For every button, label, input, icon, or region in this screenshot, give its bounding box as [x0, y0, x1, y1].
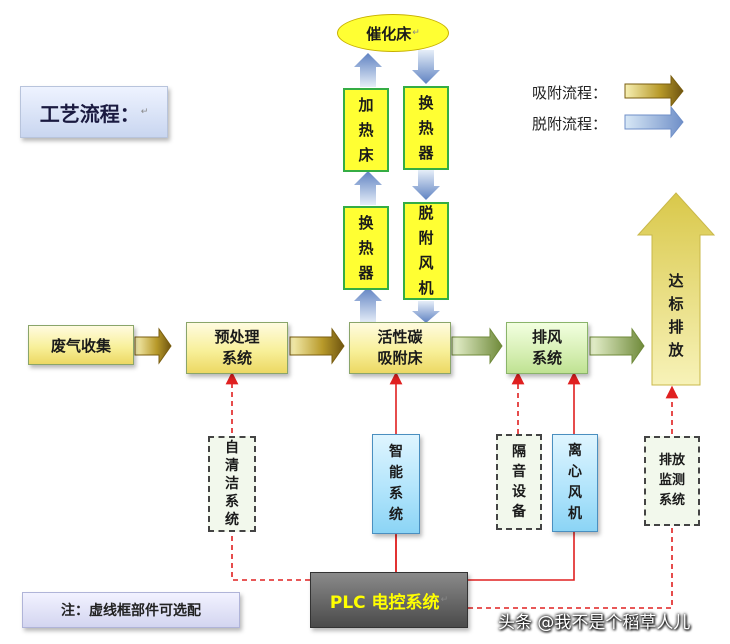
- self-cleaning-char-5: 统: [225, 512, 239, 528]
- sound-insulation-char-1: 隔: [512, 444, 526, 460]
- smart-system-node: 智 能 系 统: [372, 434, 420, 534]
- optional-note-box: 注：虚线框部件可选配: [22, 592, 240, 628]
- waste-gas-label: 废气收集: [50, 336, 111, 355]
- emission-monitoring-char-5: 系: [658, 493, 672, 508]
- emission-monitoring-char-4: 测: [672, 473, 686, 488]
- plc-control-label: PLC 电控系统: [329, 592, 440, 613]
- centrifugal-fan-char-1: 离: [568, 443, 582, 459]
- process-title: 工艺流程：: [39, 101, 140, 126]
- emission-monitoring-node: 排放 监测 系统: [644, 436, 700, 526]
- legend-adsorption-arrow: [624, 74, 684, 108]
- pretreatment-line-2: 系统: [221, 349, 252, 367]
- desorption-fan-char-3: 风: [418, 254, 434, 272]
- exhaust-system-line-1: 排风: [531, 328, 562, 346]
- desorption-fan-char-1: 脱: [418, 204, 434, 222]
- arrow-carbon-to-left-exchanger: [354, 287, 382, 323]
- heat-exchanger-top-node: 换 热 器: [403, 86, 449, 170]
- arrow-heater-to-catalytic: [354, 53, 382, 87]
- plc-control-node: PLC 电控系统↵: [310, 572, 468, 628]
- sound-insulation-char-3: 设: [512, 484, 526, 500]
- discharge-up-arrow: [636, 192, 716, 386]
- exhaust-system-node: 排风 系统: [506, 322, 588, 374]
- discharge-char-3: 排: [668, 318, 684, 336]
- legend-adsorption-label: 吸附流程：: [532, 84, 608, 102]
- smart-system-char-4: 统: [389, 507, 403, 523]
- smart-system-char-3: 系: [389, 486, 403, 502]
- heating-bed-char-3: 床: [358, 145, 374, 164]
- desorption-fan-node: 脱 附 风 机: [403, 202, 449, 300]
- emission-monitoring-pair-3: 系统: [659, 491, 685, 511]
- pretreatment-line-1: 预处理: [214, 328, 260, 346]
- arrow-waste-to-pretreatment: [134, 327, 172, 365]
- control-line-monitoring: [468, 385, 679, 609]
- legend-desorption-label: 脱附流程：: [532, 115, 608, 133]
- centrifugal-fan-node: 离 心 风 机: [552, 434, 598, 532]
- heat-exchanger-left-char-1: 换: [358, 213, 374, 232]
- self-cleaning-char-2: 清: [225, 458, 239, 474]
- centrifugal-fan-char-4: 机: [568, 506, 582, 522]
- watermark-text: 头条 @我不是个稻草人儿: [498, 612, 691, 633]
- catalytic-bed-node: 催化床↵: [337, 14, 449, 52]
- emission-monitoring-char-3: 监: [658, 473, 672, 488]
- carbon-bed-line-2: 吸附床: [377, 349, 423, 367]
- arrow-carbon-to-exhaust: [451, 327, 503, 365]
- heat-exchanger-top-char-2: 热: [418, 118, 434, 137]
- centrifugal-fan-char-3: 风: [568, 485, 582, 501]
- self-cleaning-char-3: 洁: [225, 476, 239, 492]
- self-cleaning-node: 自 清 洁 系 统: [208, 436, 256, 532]
- sound-insulation-node: 隔 音 设 备: [496, 434, 542, 530]
- discharge-char-1: 达: [668, 272, 684, 290]
- heat-exchanger-left-node: 换 热 器: [343, 206, 389, 290]
- heat-exchanger-left-char-2: 热: [358, 238, 374, 257]
- carbon-bed-line-1: 活性碳: [377, 328, 423, 346]
- centrifugal-fan-char-2: 心: [568, 464, 582, 480]
- discharge-char-4: 放: [668, 341, 684, 359]
- discharge-label: 达 标 排 放: [660, 270, 692, 362]
- emission-monitoring-char-6: 统: [672, 493, 686, 508]
- emission-monitoring-pair-1: 排放: [659, 451, 685, 471]
- exhaust-system-line-2: 系统: [531, 349, 562, 367]
- arrow-left-exchanger-to-heater: [354, 171, 382, 205]
- legend-desorption-arrow: [624, 105, 684, 139]
- emission-monitoring-pair-2: 监测: [659, 471, 685, 491]
- smart-system-char-2: 能: [389, 465, 403, 481]
- desorption-fan-char-2: 附: [418, 229, 434, 247]
- self-cleaning-char-4: 系: [225, 494, 239, 510]
- carbon-bed-node: 活性碳 吸附床: [349, 322, 451, 374]
- emission-monitoring-char-1: 排: [658, 453, 672, 468]
- catalytic-bed-label: 催化床: [366, 24, 412, 43]
- desorption-fan-char-4: 机: [418, 279, 434, 297]
- smart-system-char-1: 智: [389, 444, 403, 460]
- sound-insulation-char-2: 音: [512, 464, 526, 480]
- discharge-char-2: 标: [668, 295, 684, 313]
- heating-bed-char-2: 热: [358, 120, 374, 139]
- heat-exchanger-top-char-1: 换: [418, 93, 434, 112]
- arrow-fan-to-carbon: [412, 301, 440, 323]
- optional-note: 注：虚线框部件可选配: [61, 603, 201, 619]
- heating-bed-node: 加 热 床: [343, 88, 389, 172]
- process-title-box: 工艺流程：↵: [20, 86, 168, 138]
- heating-bed-char-1: 加: [358, 95, 374, 114]
- arrow-pretreatment-to-carbon: [289, 327, 345, 365]
- arrow-right-exchanger-to-fan: [412, 170, 440, 200]
- heat-exchanger-top-char-3: 器: [418, 143, 434, 162]
- sound-insulation-char-4: 备: [512, 504, 526, 520]
- self-cleaning-char-1: 自: [225, 440, 239, 456]
- arrow-exhaust-to-discharge: [589, 327, 645, 365]
- heat-exchanger-left-char-3: 器: [358, 263, 374, 282]
- pretreatment-node: 预处理 系统: [186, 322, 288, 374]
- emission-monitoring-char-2: 放: [672, 453, 686, 468]
- arrow-catalytic-to-right-exchanger: [412, 50, 440, 84]
- waste-gas-node: 废气收集: [28, 325, 134, 365]
